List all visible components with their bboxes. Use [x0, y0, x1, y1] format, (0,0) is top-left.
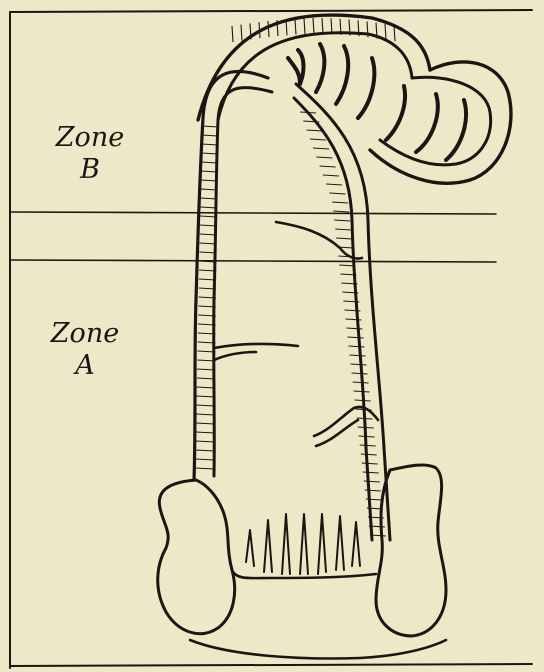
hatch-line [310, 139, 326, 140]
hatch-line [385, 24, 386, 40]
hatch-line [196, 405, 214, 406]
hatch-line [196, 414, 215, 415]
hatch-line [259, 22, 260, 38]
hatch-line [365, 490, 381, 491]
hatch-line [361, 454, 377, 455]
hatch-line [332, 202, 348, 203]
hatch-line [358, 427, 374, 428]
hatch-line [354, 391, 370, 392]
hatch-line [338, 256, 354, 257]
bottom-connector [232, 570, 376, 578]
hatch-line [355, 400, 371, 401]
hatch-line [322, 18, 323, 34]
hatch-line [348, 346, 364, 347]
hatch-line [323, 175, 339, 176]
hatch-line [335, 229, 351, 230]
hatch-line [316, 157, 332, 158]
zone-b-letter: B [40, 154, 140, 186]
hatch-line [268, 21, 269, 37]
hatch-line [307, 130, 323, 131]
hatch-line [202, 126, 218, 127]
hatch-line [195, 459, 214, 460]
zone-boundary-lower [10, 260, 496, 262]
hatch-line [232, 26, 233, 42]
fringe [246, 514, 360, 574]
hatch-line [359, 436, 375, 437]
hatch-line [197, 396, 215, 397]
inner-tube [294, 84, 390, 540]
hatch-line [197, 387, 215, 388]
zone-a-letter: A [30, 350, 140, 382]
hatch-line [313, 18, 314, 34]
zone-b-word: Zone [40, 122, 140, 154]
zone-b-label: Zone B [40, 122, 140, 186]
hatch-line [350, 355, 366, 356]
hatch-line [241, 25, 242, 41]
hatch-line [201, 162, 217, 163]
hatch-line [201, 180, 217, 181]
hatch-line [347, 337, 363, 338]
zone-a-label: Zone A [30, 318, 140, 382]
hatch-line [320, 166, 336, 167]
hatch-line [353, 382, 369, 383]
hatch-line [352, 373, 368, 374]
hatch-line [201, 171, 217, 172]
hatch-line [300, 112, 316, 113]
hatch-line [360, 445, 376, 446]
hatch-line [363, 472, 379, 473]
frame-bottom-line [10, 664, 532, 666]
hatch-line [202, 135, 218, 136]
hatch-line [336, 238, 352, 239]
zone-boundary-upper [10, 212, 496, 214]
hatch-line [196, 432, 215, 433]
hatch-line [329, 193, 345, 194]
hatch-line [357, 418, 373, 419]
hatch-line [201, 153, 217, 154]
hatch-line [334, 220, 350, 221]
zone-a-word: Zone [30, 318, 140, 350]
hatch-line [304, 18, 305, 34]
hatch-line [195, 468, 214, 469]
left-appendage [158, 480, 235, 634]
hatch-line [197, 378, 215, 379]
hatch-line [195, 450, 214, 451]
hatch-line [351, 364, 367, 365]
hatch-line [362, 463, 378, 464]
hatch-line [295, 19, 296, 35]
hatch-line [196, 441, 215, 442]
hatch-line [356, 409, 372, 410]
hatch-line [196, 423, 215, 424]
hatch-line [313, 148, 329, 149]
hatch-line [202, 144, 218, 145]
frame-top-line [10, 10, 532, 12]
bottom-outline [190, 640, 446, 658]
hatch-line [346, 328, 362, 329]
hatch-line [326, 184, 342, 185]
hatch-line [333, 211, 349, 212]
hatch-line [364, 481, 380, 482]
